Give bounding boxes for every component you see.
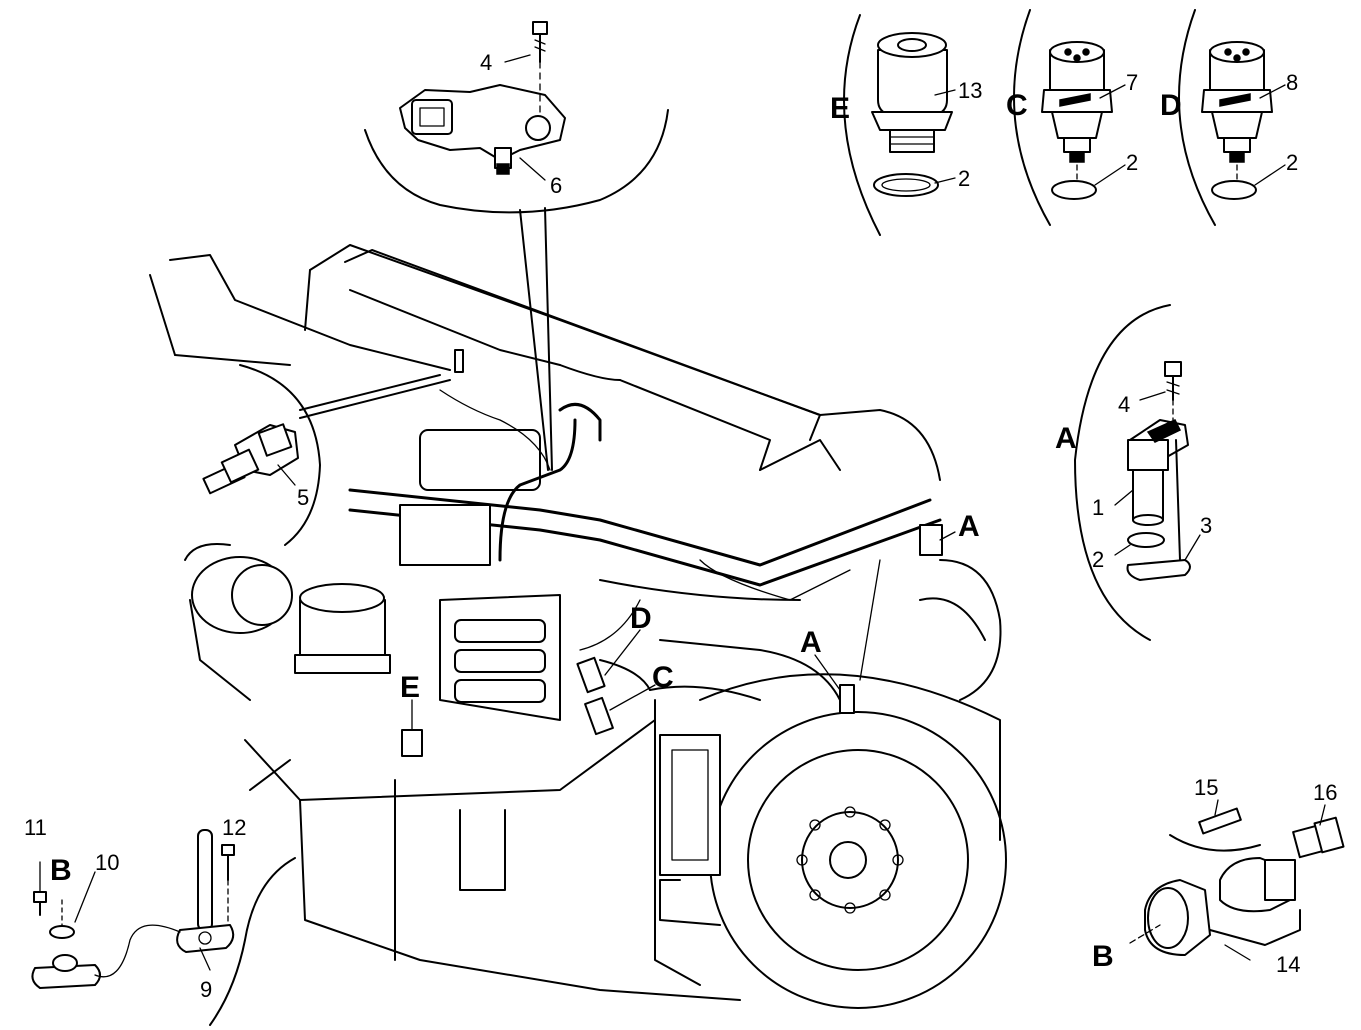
fitting-16	[1292, 816, 1345, 859]
callout-2-E: 2	[958, 166, 970, 191]
detail-view-temp-sensor-5	[202, 364, 451, 546]
sensor-13-installed	[401, 729, 423, 757]
bolt-11	[33, 861, 47, 916]
callout-7: 7	[1126, 70, 1138, 95]
callout-2-A: 2	[1092, 547, 1104, 572]
callout-4-top: 4	[480, 50, 492, 75]
speed-sensor-1-part	[1127, 419, 1189, 526]
callout-13: 13	[958, 78, 982, 103]
view-letter-A-detail: A	[1055, 422, 1077, 455]
detail-view-C	[1013, 9, 1113, 226]
callout-2-D: 2	[1286, 150, 1298, 175]
connector-14-parts	[1144, 857, 1296, 956]
detail-view-pressure-sensor	[364, 21, 669, 471]
sensor-8-part	[1201, 41, 1273, 163]
sensor-7-part	[1041, 41, 1113, 163]
temp-sensor-5-part	[202, 423, 299, 495]
callout-6: 6	[550, 173, 562, 198]
view-letters: E C D A B B A A D C E	[50, 89, 1182, 973]
callout-10: 10	[95, 850, 119, 875]
callout-5: 5	[297, 485, 309, 510]
view-letter-D-engine: D	[630, 602, 652, 635]
view-letter-C-engine: C	[652, 661, 674, 694]
callout-8: 8	[1286, 70, 1298, 95]
sensor-13-part	[871, 32, 953, 153]
view-letter-B-detail-right: B	[1092, 940, 1114, 973]
dipstick-9	[176, 829, 235, 953]
callout-12: 12	[222, 815, 246, 840]
speed-sensor-1-installed	[839, 684, 855, 714]
detail-view-A	[1074, 304, 1191, 641]
temp-sensor-5-installed	[454, 349, 464, 373]
callout-9: 9	[200, 977, 212, 1002]
seal-ring-2-A	[1127, 532, 1165, 548]
callout-3: 3	[1200, 513, 1212, 538]
view-letter-D-detail: D	[1160, 89, 1182, 122]
pin-15	[1198, 807, 1242, 835]
callout-numbers: 4 6 13 2 7 2 8 2 5 4 1 2 3 11 10 12 9 15…	[24, 50, 1337, 1002]
pressure-sensor-part	[399, 84, 566, 175]
callout-4-A: 4	[1118, 392, 1130, 417]
callout-14: 14	[1276, 952, 1300, 977]
detail-view-B-right	[1144, 807, 1345, 961]
seal-ring-2-C	[1051, 180, 1097, 200]
detail-view-D	[1178, 9, 1273, 226]
view-letter-A-engine-2: A	[800, 626, 822, 659]
callout-15: 15	[1194, 775, 1218, 800]
bolt-4-A	[1164, 361, 1182, 421]
engine-block-illustration	[149, 244, 1007, 1009]
connector-A-installed	[919, 524, 943, 556]
sensor-8-installed	[576, 656, 606, 694]
seal-ring-2-E	[873, 173, 939, 197]
sensor-7-installed	[584, 696, 614, 736]
detail-view-E	[843, 14, 953, 236]
callout-16: 16	[1313, 780, 1337, 805]
bolt-12	[221, 844, 235, 926]
callout-2-C: 2	[1126, 150, 1138, 175]
bracket-3	[1126, 559, 1191, 581]
washer-10	[49, 925, 75, 939]
view-letter-B-detail-left: B	[50, 854, 72, 887]
detail-view-B-left	[31, 829, 296, 1026]
view-letter-E-engine: E	[400, 671, 420, 704]
callout-11: 11	[24, 815, 47, 840]
level-sensor-B-part	[31, 954, 101, 989]
callout-1: 1	[1092, 495, 1104, 520]
seal-ring-2-D	[1211, 180, 1257, 200]
view-letter-C-detail: C	[1006, 89, 1028, 122]
flywheel-bolts	[796, 806, 904, 914]
view-letter-A-engine-1: A	[958, 510, 980, 543]
leader-lines	[74, 54, 1326, 971]
view-letter-E-detail: E	[830, 92, 850, 125]
bolt-4-top	[532, 21, 548, 116]
